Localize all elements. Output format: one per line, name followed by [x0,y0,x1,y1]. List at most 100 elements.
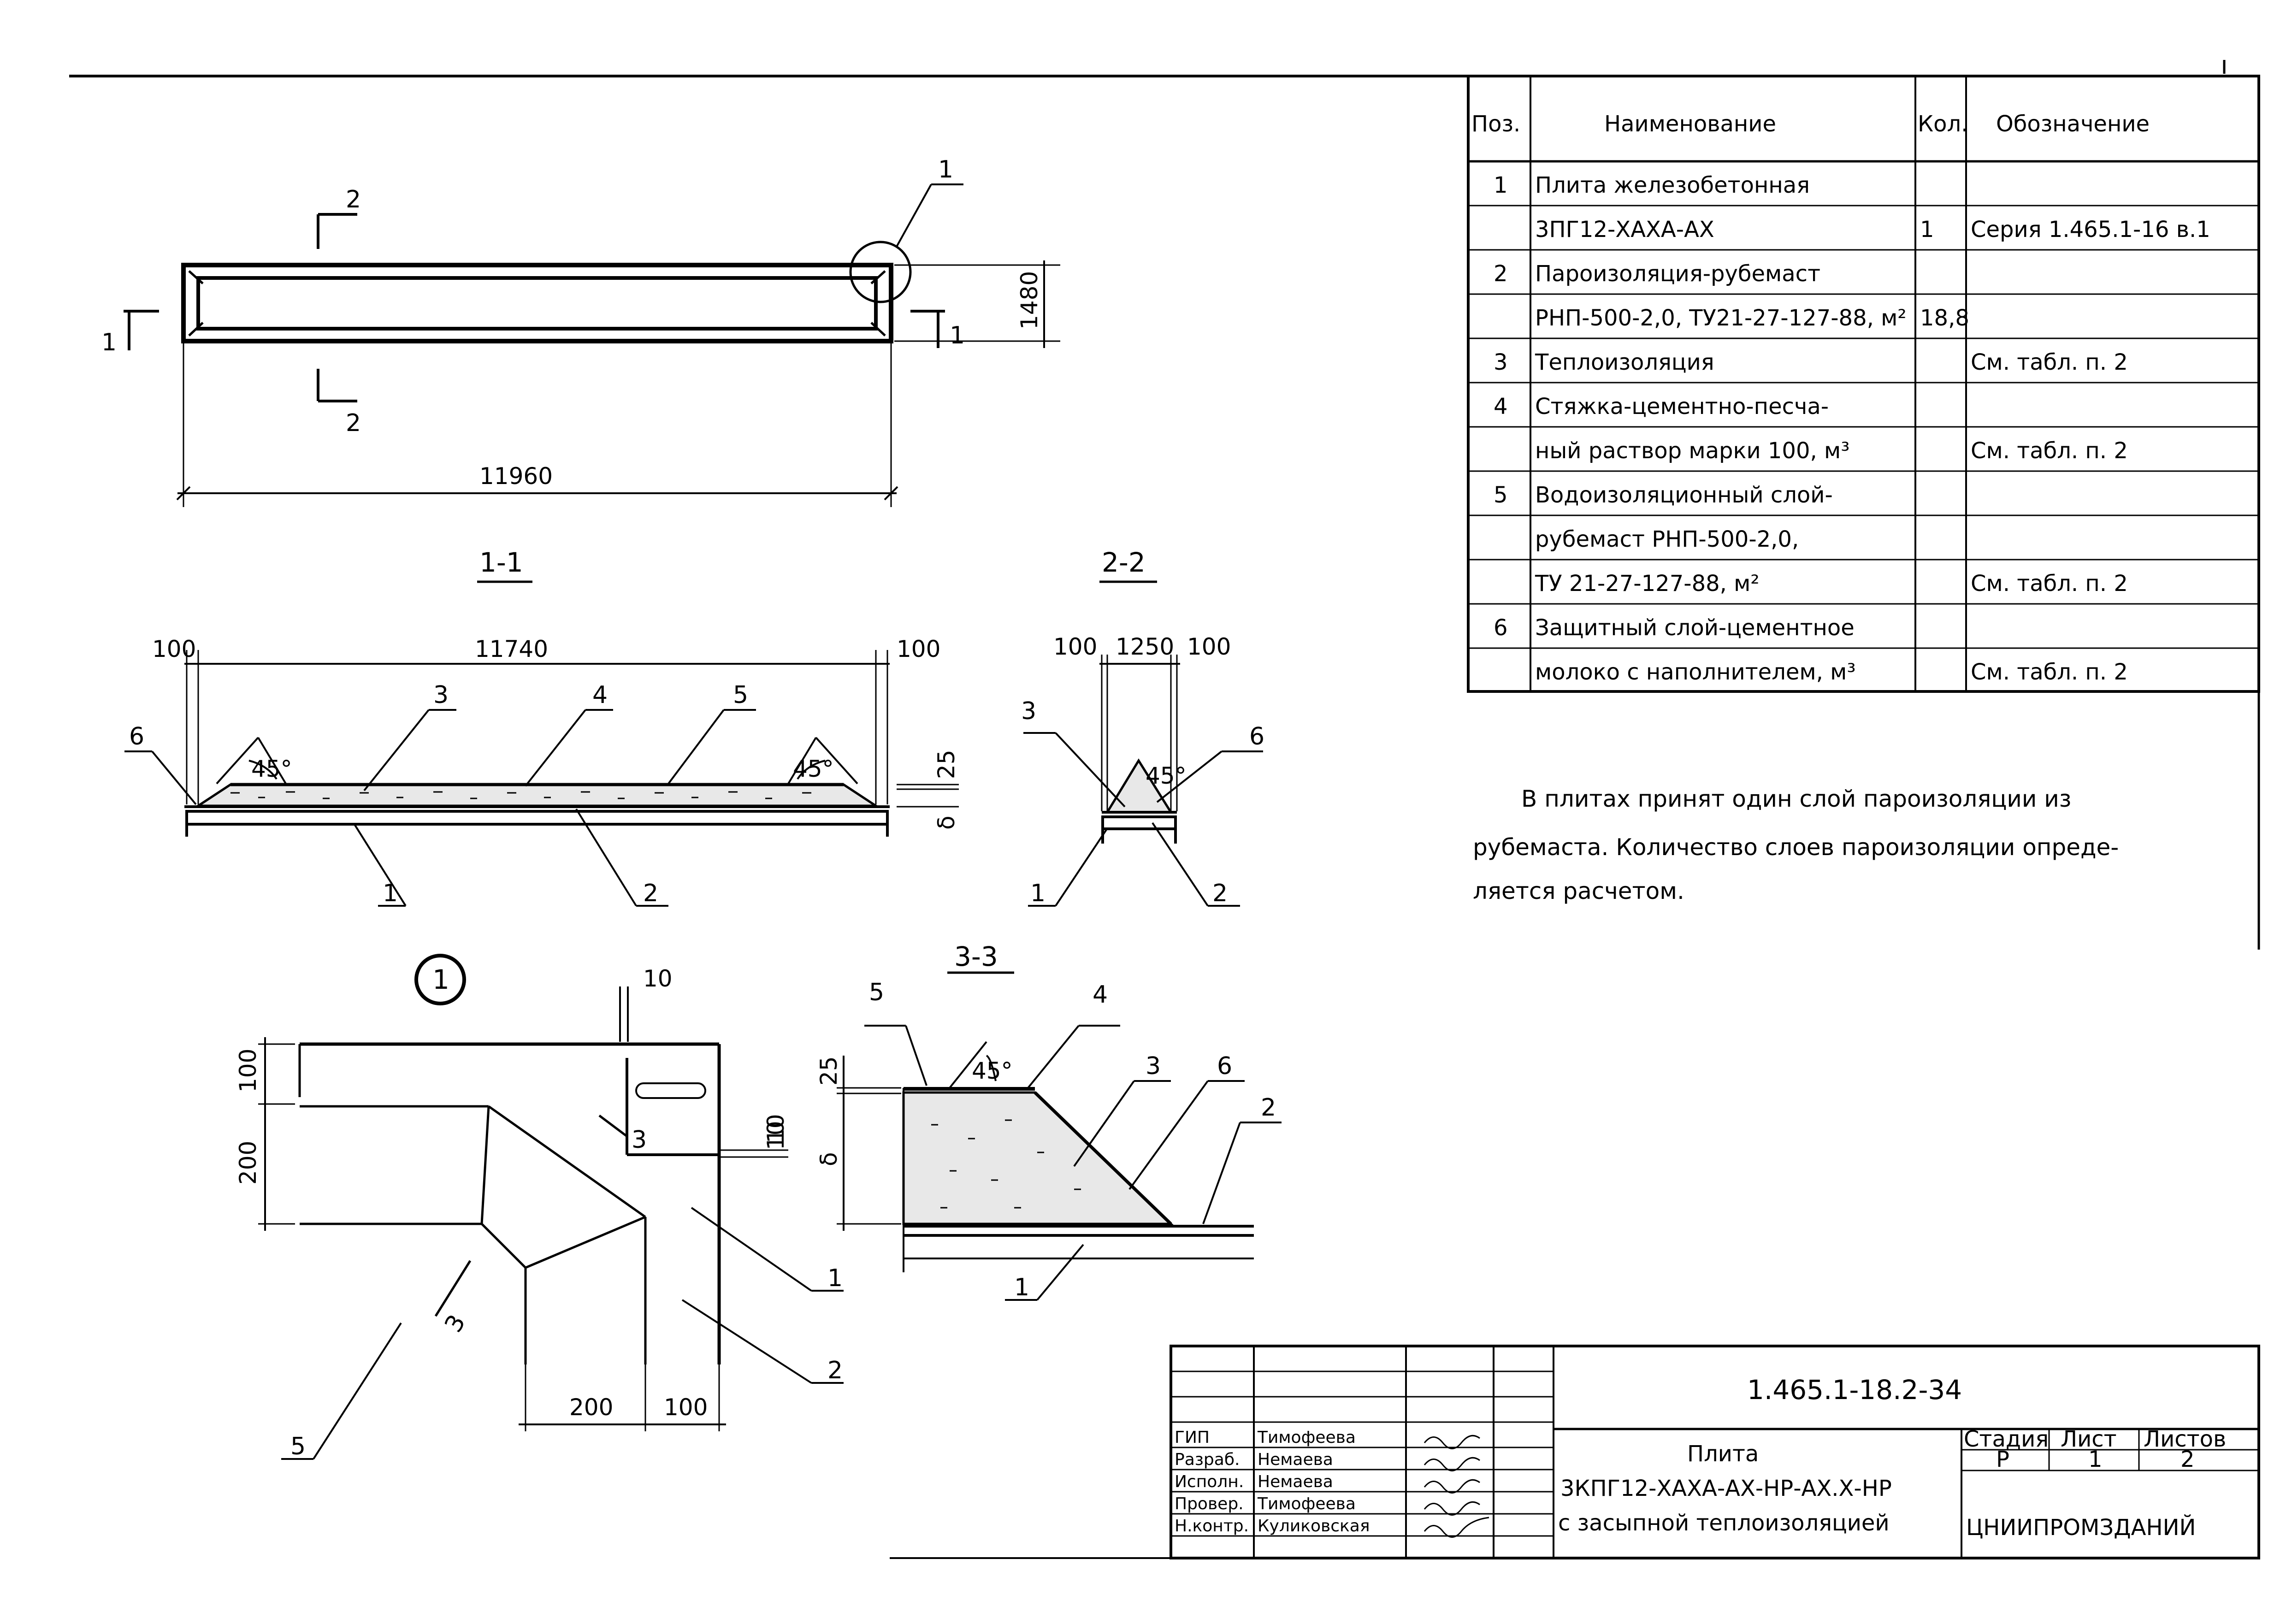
title-block-frame [1170,1345,2260,1559]
title-block-code: 1.465.1-18.2-34 [1747,1374,1962,1405]
spec-cell-r1-c2: 1 [1920,217,1934,242]
s22-label-2: 2 [1212,880,1228,907]
title-block-stage-header: Стадия [1964,1426,2049,1452]
spec-cell-r4-c1: Теплоизоляция [1535,349,1714,375]
spec-cell-r9-c1: ТУ 21-27-127-88, м² [1535,571,1760,596]
s22-slab [1101,815,1177,830]
detail-1-dim-mid: 200 [235,1141,261,1185]
detail-1-dim-bot-b: 100 [664,1394,708,1421]
plan-slab-inner [196,276,878,331]
signatures [1424,1435,1489,1538]
s33-dim-delta: δ [815,1152,842,1166]
spec-cell-r10-c1: Защитный слой-цементное [1535,615,1855,641]
spec-row-lines [1468,205,2259,649]
title-block-name-3: с засыпной теплоизоляцией [1558,1510,1890,1536]
note-line-3: ляется расчетом. [1473,878,1684,904]
title-block-sheets-header: Листов [2144,1426,2226,1452]
cut-label-2-top: 2 [346,186,361,213]
section-1-1-title: 1-1 [479,547,523,578]
s22-angle: 45° [1146,762,1187,789]
detail-1-label-2: 2 [827,1357,843,1384]
spec-cell-r1-c1: 3ПГ12-ХАХА-АХ [1535,217,1714,242]
spec-cell-r2-c1: Пароизоляция-рубемаст [1535,261,1820,287]
s33-angle: 45° [972,1057,1013,1084]
s11-dim-right: 100 [897,636,940,662]
title-block-name-1: Плита [1687,1441,1759,1467]
s11-dim-screed: 25 [933,750,960,779]
spec-cell-r7-c0: 5 [1494,482,1508,508]
spec-header-pos: Поз. [1471,111,1520,137]
spec-cell-r3-c1: РНП-500-2,0, ТУ21-27-127-88, м² [1535,305,1907,331]
s33-label-3: 3 [1146,1052,1161,1080]
s11-label-4: 4 [592,681,608,709]
spec-cell-r9-c3: См. табл. п. 2 [1971,571,2128,596]
plan-width-dim: 11960 [479,463,553,490]
title-block-org: ЦНИИПРОМЗДАНИЙ [1966,1514,2196,1541]
s11-slab [185,810,889,826]
spec-cell-r0-c1: Плита железобетонная [1535,172,1810,198]
s33-insulation [902,1091,1174,1225]
spec-cell-r11-c1: молоко с наполнителем, м³ [1535,659,1856,685]
s11-dim-left: 100 [152,636,196,662]
detail-1: 1 3 3 100 200 200 100 10 [235,954,844,1460]
note-line-1: В плитах принят один слой пароизоляции и… [1521,785,2071,812]
s11-label-2: 2 [643,880,658,907]
detail-1-dim-top: 100 [235,1049,261,1093]
detail-1-dim-bot-a: 200 [569,1394,613,1421]
section-3-3-title: 3-3 [954,941,998,972]
s33-protective-layer [1034,1091,1172,1225]
section-2-2: 2-2 100 1250 100 45° 3 6 1 2 [1021,547,1264,907]
spec-cell-r11-c3: См. табл. п. 2 [1971,659,2128,685]
staff-name-0: Тимофеева [1257,1428,1356,1447]
s11-label-6: 6 [129,723,144,750]
s11-angle-right: 45° [793,756,834,782]
s22-dim-right: 100 [1187,633,1231,660]
spec-header-qty: Кол. [1918,111,1968,137]
cut-label-1-left: 1 [101,329,117,356]
title-block-stage: Р [1996,1447,2009,1472]
detail-1-label-1: 1 [827,1264,843,1292]
staff-name-4: Куликовская [1258,1517,1370,1535]
detail-1-label-5: 5 [290,1433,306,1460]
section-1-1: 1-1 100 11740 100 45° 45° 25 δ 6 3 [124,547,960,907]
section-2-2-title: 2-2 [1102,547,1146,578]
detail-1-cut-bottom: 3 [439,1310,471,1337]
s33-dim-gap: 10 [762,1121,789,1150]
spec-cell-r5-c1: Стяжка-цементно-песча- [1535,394,1829,419]
spec-cell-r4-c0: 3 [1494,349,1508,375]
s33-label-2: 2 [1261,1094,1276,1122]
cut-label-1-right: 1 [950,322,965,349]
note-block: В плитах принят один слой пароизоляции и… [1473,691,2260,950]
staff-name-2: Немаева [1258,1472,1333,1491]
s22-label-1: 1 [1030,880,1046,907]
spec-cell-r4-c3: См. табл. п. 2 [1971,349,2128,375]
detail-1-title: 1 [432,964,449,995]
s33-label-1: 1 [1014,1274,1029,1301]
s11-insulation-layer [194,783,880,807]
staff-role-3: Провер. [1175,1494,1244,1513]
s11-angle-left: 45° [251,756,292,782]
s33-label-6: 6 [1217,1052,1232,1080]
title-block-sheet-header: Лист [2061,1426,2117,1452]
spec-cell-r1-c3: Серия 1.465.1-16 в.1 [1971,217,2210,242]
staff-name-1: Немаева [1258,1450,1333,1469]
s33-label-4: 4 [1093,981,1108,1009]
cut-label-2-bottom: 2 [346,409,361,437]
s11-dim-delta: δ [933,815,960,830]
plan-callout-label: 1 [938,156,953,183]
s11-dim-span: 11740 [475,636,548,662]
detail-1-cut-top: 3 [632,1126,647,1154]
staff-role-1: Разраб. [1175,1450,1240,1469]
s22-dim-span: 1250 [1116,633,1174,660]
s33-label-5: 5 [869,979,884,1006]
s33-dim-screed: 25 [815,1056,842,1086]
s22-label-3: 3 [1021,697,1036,725]
detail-1-dim-gap-right: 10 [762,1114,789,1143]
spec-header-name: Наименование [1604,111,1776,137]
detail-callout-circle [849,241,912,303]
spec-cell-r5-c0: 4 [1494,394,1508,419]
staff-name-3: Тимофеева [1257,1494,1356,1513]
spec-table-frame [1467,75,2260,693]
